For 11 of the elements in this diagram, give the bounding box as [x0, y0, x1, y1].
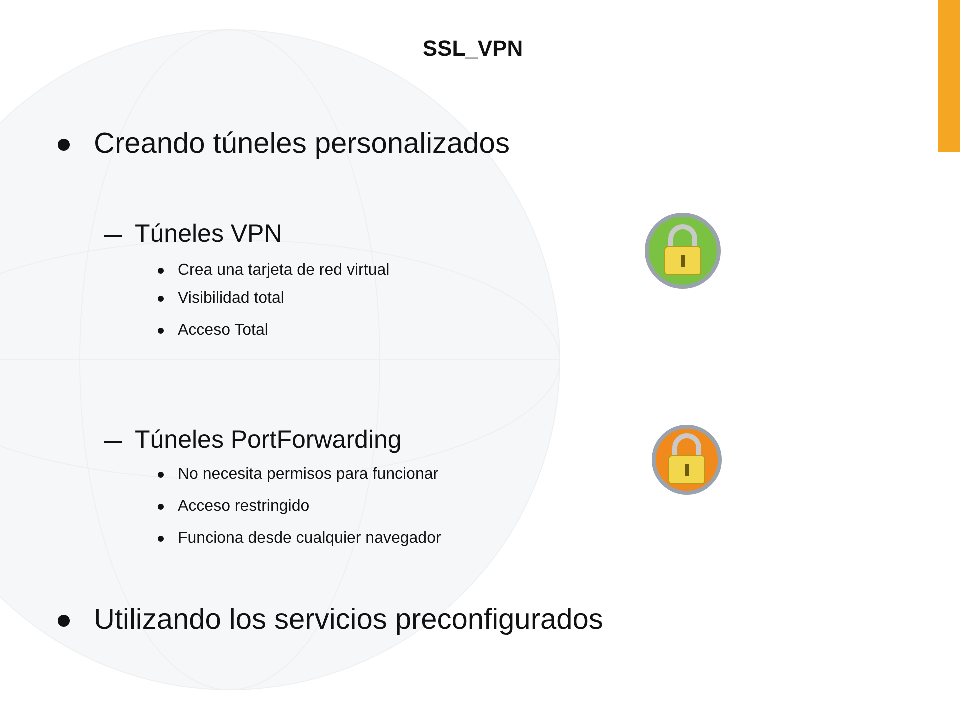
bullet-text: Utilizando los servicios preconfigurados	[94, 604, 604, 637]
bullet-text: Visibilidad total	[178, 290, 284, 308]
bullet-text: Túneles PortForwarding	[135, 426, 402, 455]
bullet-text: Túneles VPN	[135, 220, 282, 249]
bullet-text: No necesita permisos para funcionar	[178, 466, 439, 484]
bullet-text: Acceso Total	[178, 322, 268, 340]
bullet-text: Crea una tarjeta de red virtual	[178, 262, 390, 280]
bullet-text: Funciona desde cualquier navegador	[178, 530, 442, 548]
bullet-text: Creando túneles personalizados	[94, 128, 510, 161]
bullet-text: Acceso restringido	[178, 498, 310, 516]
slide-title: SSL_VPN	[422, 36, 524, 62]
